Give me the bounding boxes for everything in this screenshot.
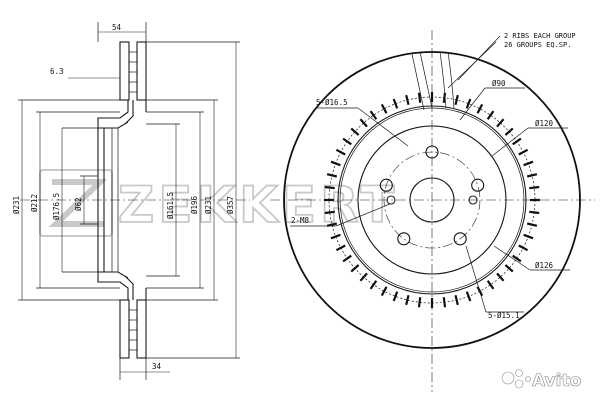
dim-d161-5: Ø161.5 <box>166 192 175 219</box>
center-bore <box>409 177 455 223</box>
vane-tooth <box>486 110 495 120</box>
vane-tooth <box>326 222 338 227</box>
threaded-hole-right <box>468 195 478 205</box>
vane-tooth <box>476 103 484 114</box>
vane-tooth <box>504 127 514 136</box>
side-view: 54 6.3 Ø231 Ø212 Ø176.5 Ø62 Ø161.5 Ø196 … <box>12 22 250 380</box>
callout-threads: 2-M8 <box>291 216 310 225</box>
dim-d176-5: Ø176.5 <box>52 193 61 220</box>
cooling-vanes <box>324 92 540 308</box>
vane-tooth <box>496 118 505 128</box>
vane-tooth <box>512 254 522 263</box>
bolt-holes <box>379 145 485 246</box>
brand-watermark-text: ZEKKERT <box>118 176 398 234</box>
hat-face-edge <box>357 125 507 275</box>
rotor-section-top <box>97 41 147 129</box>
side-dimension-lines <box>18 22 240 380</box>
vane-tooth <box>496 272 505 282</box>
dim-d231-outer: Ø231 <box>12 196 21 214</box>
vane-tooth <box>486 280 495 290</box>
callout-ribs-line2: 26 GROUPS EQ.SP. <box>504 41 571 49</box>
front-view: 2 RIBS EACH GROUP 26 GROUPS EQ.SP. Ø90 Ø… <box>270 30 595 392</box>
callout-leader-lines <box>290 35 570 313</box>
vane-tooth <box>359 118 368 128</box>
rotor-section-bottom <box>97 271 147 359</box>
bolt-hole <box>453 232 467 246</box>
vane-tooth <box>324 210 335 215</box>
vane-tooth <box>369 110 378 120</box>
vane-tooth <box>417 297 422 308</box>
vane-tooth <box>405 294 410 306</box>
dim-width-54: 54 <box>112 23 122 32</box>
bolt-hole <box>397 232 411 246</box>
avito-watermark-text: Avito <box>532 371 581 391</box>
bolt-hole <box>379 178 393 192</box>
vane-tooth <box>324 185 335 190</box>
vane-tooth <box>405 94 410 106</box>
callout-d90: Ø90 <box>492 79 506 88</box>
avito-watermark: Avito <box>501 369 582 391</box>
disc-outer-edge <box>283 51 581 349</box>
vane-tooth <box>392 291 399 302</box>
vane-tooth <box>369 280 378 290</box>
dim-d196: Ø196 <box>190 195 199 214</box>
dim-d357: Ø357 <box>226 196 235 214</box>
avito-logo-icon <box>501 369 531 389</box>
threaded-hole-left <box>386 195 396 205</box>
callout-holes-top: 5-Ø16.5 <box>316 98 348 107</box>
dim-d62: Ø62 <box>74 197 83 211</box>
friction-ring-inner-edge <box>337 105 527 295</box>
dim-offset-6-3: 6.3 <box>50 67 64 76</box>
vane-tooth <box>465 98 472 109</box>
bolt-hole <box>425 145 439 159</box>
vane-tooth <box>392 98 399 109</box>
bolt-circle <box>383 151 481 249</box>
callout-d120: Ø120 <box>535 119 554 128</box>
vane-tooth <box>380 103 388 114</box>
vane-ring <box>328 96 536 304</box>
dim-d231-inner: Ø231 <box>204 196 213 214</box>
bolt-hole <box>471 178 485 192</box>
callout-holes-bottom: 5-Ø15.1 <box>488 311 520 320</box>
callout-d126: Ø126 <box>535 261 554 270</box>
dim-d212: Ø212 <box>30 194 39 212</box>
vane-tooth <box>380 286 388 297</box>
brand-watermark: ZEKKERT <box>39 169 398 237</box>
callout-ribs-line1: 2 RIBS EACH GROUP <box>504 32 576 40</box>
dim-width-34: 34 <box>152 362 162 371</box>
vane-tooth <box>504 264 514 273</box>
